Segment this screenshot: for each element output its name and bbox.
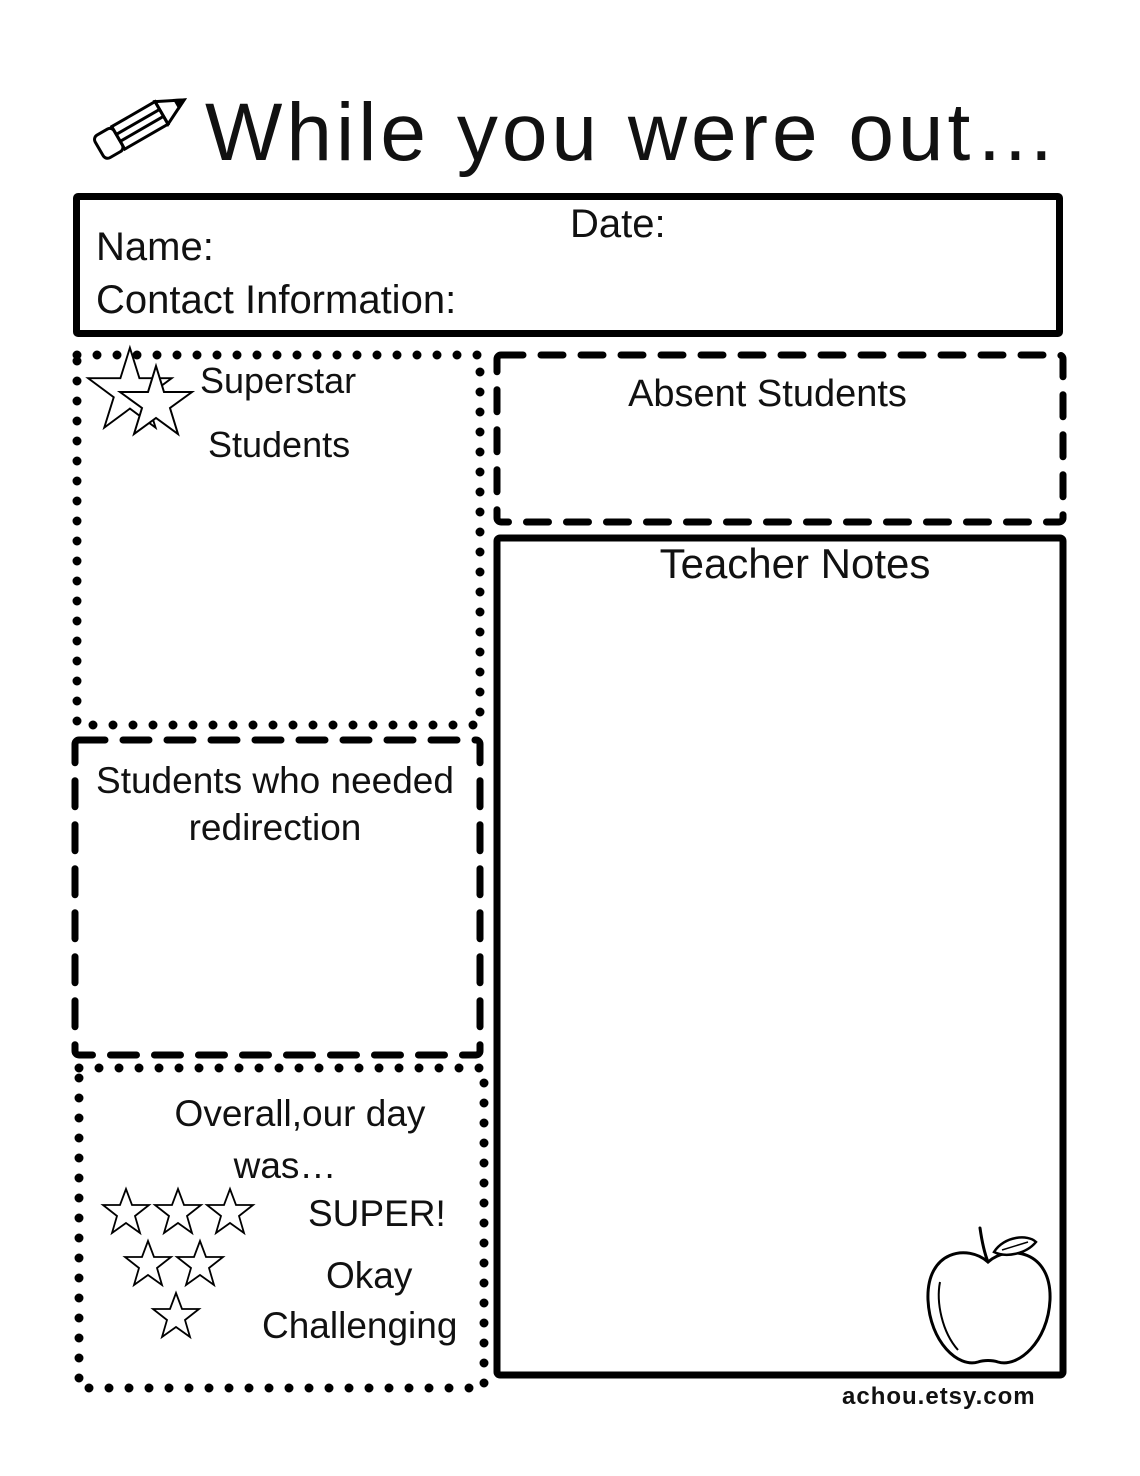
redirection-heading: Students who needed redirection [96,760,454,848]
star-icon [85,344,196,437]
rating-super-label: SUPER! [308,1193,446,1234]
superstar-heading-line1: Superstar [200,360,357,401]
rating-okay-stars [124,1240,224,1286]
rating-challenging-label: Challenging [262,1305,458,1346]
overall-heading-line2: was… [233,1145,337,1186]
rating-super-stars [102,1188,254,1234]
rating-okay-label: Okay [326,1255,413,1296]
footer-credit: achou.etsy.com [842,1383,1036,1410]
name-label: Name: [96,225,214,269]
rating-stars [102,1188,254,1338]
teacher-notes-heading: Teacher Notes [659,540,931,587]
rating-challenging-stars [152,1292,200,1338]
pencil-icon [93,98,187,160]
header-box [73,193,1063,337]
apple-icon [926,1226,1052,1365]
date-label: Date: [570,202,666,246]
absent-heading: Absent Students [628,373,907,415]
overall-heading-line1: Overall,our day [174,1093,426,1134]
page-title: While you were out… [205,87,1061,178]
superstar-heading-line2: Students [208,424,351,465]
contact-label: Contact Information: [96,278,457,322]
